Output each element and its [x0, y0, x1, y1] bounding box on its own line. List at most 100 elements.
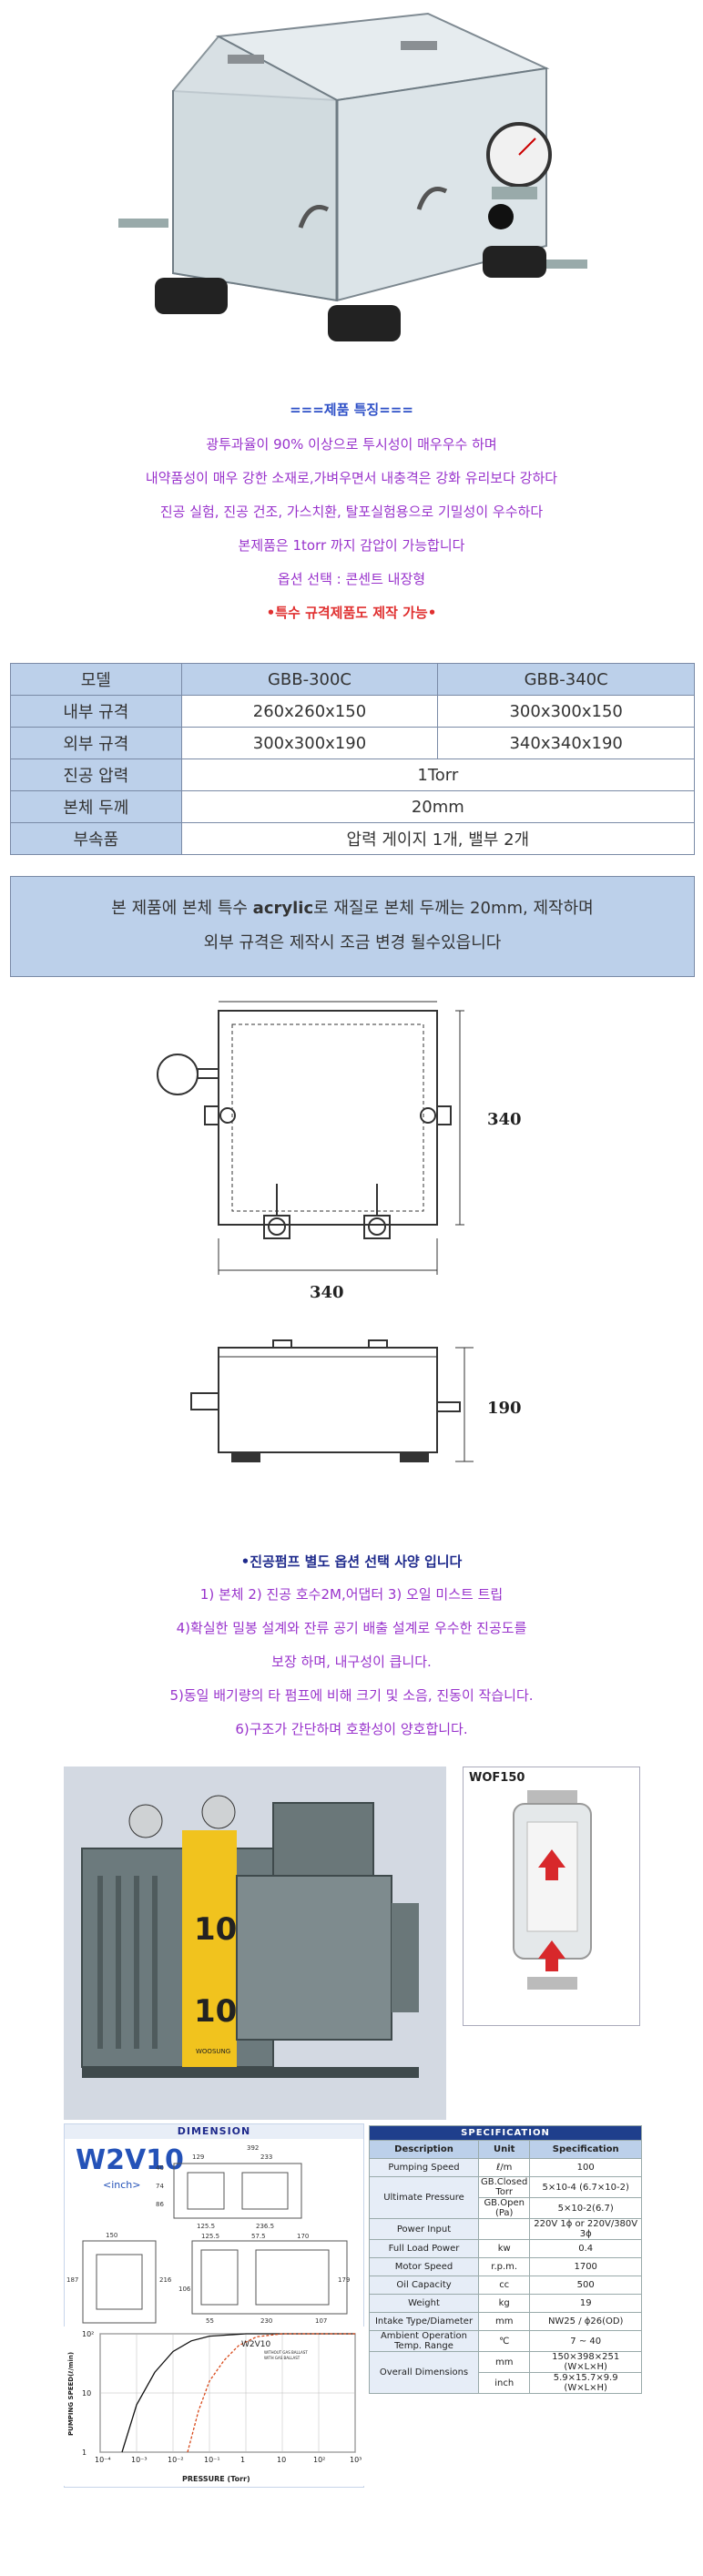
table-cell: 100 [529, 2158, 642, 2177]
options-title: •진공펌프 별도 옵션 선택 사양 입니다 [240, 1553, 463, 1570]
table-cell: Ultimate Pressure [369, 2176, 479, 2219]
table-header-cell: Unit [477, 2140, 531, 2159]
chart-title: W2V10 [241, 2340, 271, 2349]
table-row: 모델 GBB-300C GBB-340C [10, 663, 695, 696]
feature-line: 광투과율이 90% 이상으로 투시성이 매우우수 하며 [206, 436, 497, 453]
table-row: 외부 규격 300x300x190 340x340x190 [10, 727, 695, 759]
custom-order-note: •특수 규격제품도 제작 가능• [266, 605, 437, 621]
spec-remark: 본 제품에 본체 특수 acrylic로 재질로 본체 두께는 20mm, 제작… [10, 876, 695, 977]
row-label: 본체 두께 [10, 790, 182, 823]
table-cell: 0.4 [529, 2239, 642, 2258]
x-tick-label: 10⁻⁴ [95, 2456, 111, 2464]
option-line: 보장 하며, 내구성이 큽니다. [271, 1654, 432, 1670]
table-cell: Power Input [369, 2218, 479, 2240]
dim-label: 392 [247, 2144, 259, 2152]
product-features: ===제품 특징=== 광투과율이 90% 이상으로 투시성이 매우우수 하며 … [0, 401, 703, 622]
height-dimension-label: 190 [487, 1399, 522, 1418]
spec-sheet-title: SPECIFICATION [369, 2125, 642, 2141]
filter-model-label: WOF150 [469, 1771, 525, 1785]
table-header-cell: Description [369, 2140, 479, 2159]
option-line: 6)구조가 간단하며 호환성이 양호합니다. [235, 1721, 468, 1737]
table-cell: cc [477, 2276, 531, 2295]
table-cell: 260x260x150 [180, 695, 439, 728]
dim-label: 74 [156, 2183, 164, 2190]
x-tick-label: 10² [313, 2456, 325, 2464]
dim-label: 57.5 [251, 2233, 266, 2240]
table-cell: ℃ [477, 2330, 531, 2352]
dim-label: 86 [156, 2201, 164, 2208]
remark-text: 외부 규격은 제작시 조금 변경 될수있읍니다 [203, 933, 502, 952]
table-cell: r.p.m. [477, 2257, 531, 2276]
table-cell: GB.Open (Pa) [477, 2197, 531, 2219]
table-cell: 5×10-2(6.7) [529, 2197, 642, 2219]
table-cell: ℓ/m [477, 2158, 531, 2177]
dim-label: 187 [66, 2276, 78, 2284]
pump-options: •진공펌프 별도 옵션 선택 사양 입니다 1) 본체 2) 진공 호수2M,어… [0, 1553, 703, 1754]
pump-badge-top: 10 [194, 1911, 237, 1948]
dim-label: 55 [206, 2317, 214, 2325]
row-label: 부속품 [10, 822, 182, 855]
spec-table: 모델 GBB-300C GBB-340C 내부 규격 260x260x150 3… [10, 663, 696, 855]
table-cell: mm [477, 2312, 531, 2331]
vacuum-pump-photo: 10 10 WOOSUNG [64, 1767, 446, 2120]
dim-label: 125.5 [197, 2223, 215, 2230]
table-cell [477, 2218, 531, 2240]
table-cell: 1700 [529, 2257, 642, 2276]
row-label: 내부 규격 [10, 695, 182, 728]
x-tick-label: 10⁻³ [131, 2456, 148, 2464]
option-line: 5)동일 배기량의 타 펌프에 비해 크기 및 소음, 진동이 작습니다. [169, 1687, 534, 1704]
features-title: ===제품 특징=== [290, 402, 413, 418]
dimension-unit: <inch> [103, 2179, 141, 2191]
dim-label: 170 [297, 2233, 309, 2240]
feature-line: 진공 실험, 진공 건조, 가스치환, 탈포실험용으로 기밀성이 우수하다 [159, 504, 544, 520]
table-cell: kw [477, 2239, 531, 2258]
remark-text: 본 제품에 본체 특수 [111, 899, 253, 918]
feature-line: 본제품은 1torr 까지 감압이 가능합니다 [238, 537, 465, 554]
x-tick-label: 10³ [350, 2456, 362, 2464]
pump-badge-bottom: 10 [194, 1993, 237, 2030]
table-cell: Pumping Speed [369, 2158, 479, 2177]
oil-mist-trap-photo: WOF150 [463, 1767, 640, 2026]
chart-ylabel: PUMPING SPEED(ℓ/min) [67, 2352, 75, 2436]
table-cell: 7 ~ 40 [529, 2330, 642, 2352]
table-cell: NW25 / ϕ26(OD) [529, 2312, 642, 2331]
table-cell: kg [477, 2294, 531, 2313]
dim-label: 179 [338, 2276, 350, 2284]
row-label: 외부 규격 [10, 727, 182, 759]
table-row: 본체 두께 20mm [10, 790, 696, 823]
table-cell: inch [477, 2372, 531, 2394]
dim-label: 236.5 [256, 2223, 274, 2230]
dim-label: 125.5 [201, 2233, 219, 2240]
dimension-header: DIMENSION [65, 2124, 363, 2139]
spec-sheet: SPECIFICATION Description Unit Specifica… [369, 2125, 642, 2394]
y-tick-label: 10² [82, 2330, 94, 2338]
remark-text: 로 재질로 본체 두께는 20mm, 제작하며 [313, 899, 594, 918]
dimension-model: W2V10 [76, 2144, 184, 2176]
table-cell: 220V 1ϕ or 220V/380V 3ϕ [529, 2218, 642, 2240]
table-cell: mm [477, 2351, 531, 2373]
table-cell: Overall Dimensions [369, 2351, 479, 2394]
dim-label: 230 [260, 2317, 272, 2325]
feature-line: 옵션 선택 : 콘센트 내장형 [277, 571, 426, 587]
table-cell: 5×10-4 (6.7×10-2) [529, 2176, 642, 2198]
table-cell: GB.Closed Torr [477, 2176, 531, 2198]
oil-mist-trap-illustration [513, 1790, 592, 1990]
table-cell: Weight [369, 2294, 479, 2313]
width-dimension-label: 340 [310, 1283, 344, 1302]
table-header-cell: 모델 [10, 663, 182, 696]
table-header-cell: GBB-300C [180, 663, 439, 696]
technical-drawing: 340 340 190 [157, 1001, 522, 1462]
table-row: GB.Open (Pa)5×10-2(6.7) [370, 2197, 642, 2219]
table-cell: Oil Capacity [369, 2276, 479, 2295]
table-cell: 300x300x190 [180, 727, 439, 759]
table-cell: 20mm [180, 790, 696, 823]
table-row: Power Input 220V 1ϕ or 220V/380V 3ϕ [369, 2218, 642, 2240]
dim-label: 107 [315, 2317, 327, 2325]
series-line-1 [187, 2333, 355, 2453]
